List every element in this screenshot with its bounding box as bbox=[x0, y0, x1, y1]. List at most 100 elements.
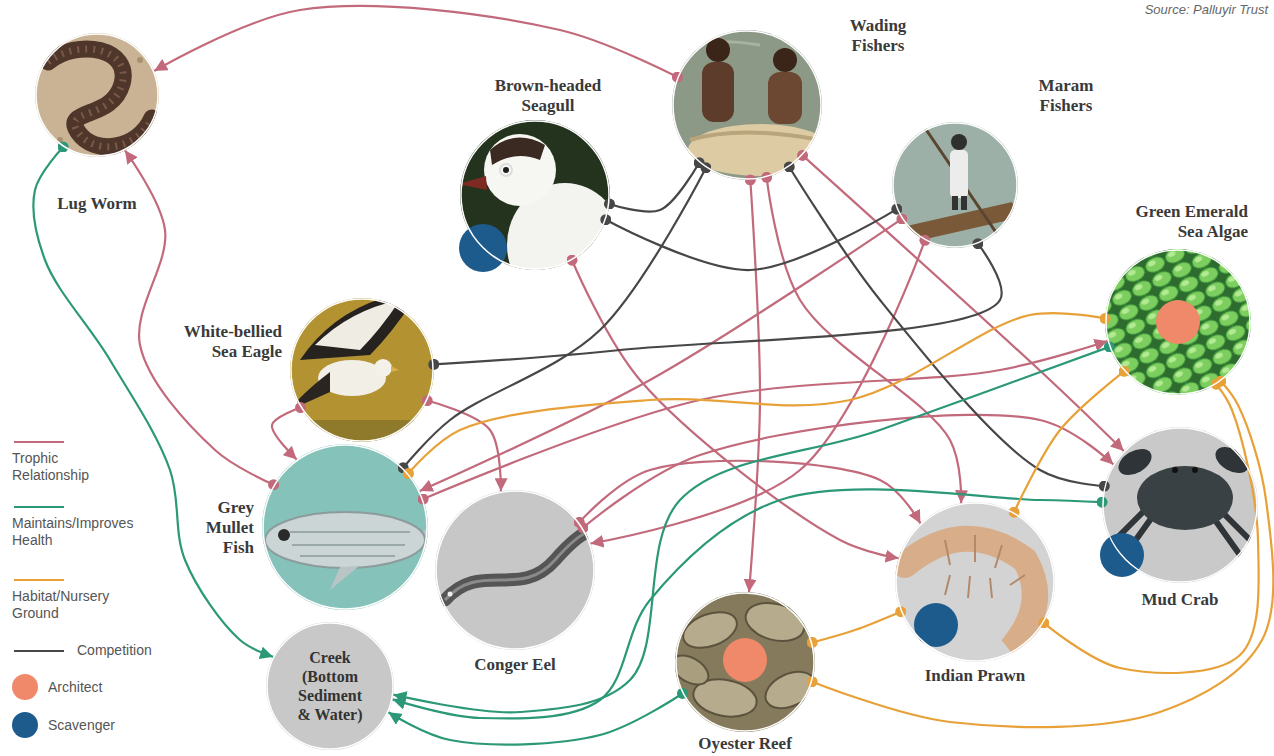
circle-border bbox=[676, 593, 814, 731]
node-label: Conger Eel bbox=[474, 655, 555, 675]
illustration-part bbox=[430, 485, 600, 655]
competition-line bbox=[789, 167, 1104, 486]
illustration-part bbox=[690, 133, 820, 141]
sea-eagle-photo bbox=[285, 290, 440, 450]
illustration-part bbox=[768, 72, 802, 124]
illustration-part bbox=[48, 49, 152, 147]
circle-outline bbox=[266, 622, 394, 750]
node-label: Maram Fishers bbox=[1026, 76, 1106, 116]
circle-border bbox=[1106, 250, 1250, 394]
indian-prawn-photo bbox=[885, 497, 1060, 667]
circle-border bbox=[436, 491, 594, 649]
trophic-arrow bbox=[420, 219, 902, 491]
seagull-photo bbox=[455, 115, 623, 307]
seagull-circle: Brown-headed Seagull bbox=[460, 120, 610, 270]
node-label: Indian Prawn bbox=[925, 666, 1026, 686]
illustration-part bbox=[503, 167, 509, 173]
trophic-arrow bbox=[154, 6, 677, 77]
legend-line-sample bbox=[12, 503, 67, 511]
illustration-part bbox=[445, 530, 605, 600]
illustration-part bbox=[374, 359, 392, 377]
legend-item: Architect bbox=[12, 674, 102, 700]
creek-photo bbox=[266, 622, 394, 750]
legend-line bbox=[14, 579, 64, 581]
illustration-part bbox=[278, 529, 290, 541]
circle-outline bbox=[1102, 427, 1258, 583]
habitat-line bbox=[812, 612, 901, 643]
trophic-arrow bbox=[125, 150, 274, 484]
label-box: Indian Prawn bbox=[923, 666, 1028, 686]
label-box: Mud Crab bbox=[1140, 590, 1221, 610]
health-arrow bbox=[393, 489, 1102, 718]
sea-eagle-circle: White-bellied Sea Eagle bbox=[290, 298, 434, 442]
circle-outline bbox=[460, 120, 610, 270]
legend-item: Maintains/Improves Health bbox=[12, 503, 147, 549]
wading-fishers-circle: Wading Fishers bbox=[672, 30, 822, 180]
health-arrow bbox=[393, 347, 1109, 712]
indian-prawn-circle: Indian Prawn bbox=[895, 502, 1055, 662]
trophic-arrow bbox=[749, 180, 760, 592]
circle-border bbox=[267, 623, 393, 749]
trophic-arrow bbox=[803, 155, 1124, 451]
conger-eel-circle: Conger Eel bbox=[435, 490, 595, 650]
source-note: Source: Palluyir Trust bbox=[1145, 2, 1268, 17]
illustration-part bbox=[1192, 467, 1198, 473]
circle-outline bbox=[675, 592, 815, 732]
label-box: Green Emerald Sea Algae bbox=[1111, 202, 1250, 242]
legend-item: Scavenger bbox=[12, 712, 115, 738]
competition-line bbox=[606, 209, 897, 270]
illustration-part bbox=[890, 120, 1020, 250]
legend-text: Habitat/Nursery Ground bbox=[12, 588, 127, 622]
node-label: Brown-headed Seagull bbox=[488, 76, 608, 116]
habitat-line bbox=[1044, 384, 1259, 673]
legend-swatch bbox=[12, 712, 38, 738]
illustration-part bbox=[290, 372, 330, 410]
illustration-part bbox=[1137, 466, 1233, 530]
lug-worm-circle: Lug Worm bbox=[35, 33, 159, 157]
label-box: Conger Eel bbox=[472, 655, 557, 675]
trophic-arrow bbox=[427, 401, 501, 492]
illustration-part bbox=[484, 134, 556, 206]
label-box: Grey Mullet Fish bbox=[190, 498, 256, 558]
illustration-part bbox=[391, 366, 399, 372]
illustration-part bbox=[952, 196, 958, 210]
label-box: Lug Worm bbox=[55, 194, 139, 214]
legend-text: Competition bbox=[77, 642, 152, 659]
circle-border bbox=[896, 503, 1054, 661]
legend-text: Trophic Relationship bbox=[12, 450, 112, 484]
legend-line bbox=[14, 441, 64, 443]
circle-outline bbox=[895, 502, 1055, 662]
circle-border bbox=[461, 121, 609, 269]
lug-worm-photo bbox=[30, 28, 164, 162]
label-box: Creek (Bottom Sediment & Water) bbox=[291, 648, 369, 724]
mud-crab-circle: Mud Crab bbox=[1102, 427, 1258, 583]
illustration-part bbox=[290, 532, 410, 556]
node-label: Grey Mullet Fish bbox=[192, 498, 254, 558]
circle-border bbox=[893, 123, 1017, 247]
illustration-part bbox=[1114, 443, 1156, 480]
node-label: Lug Worm bbox=[57, 194, 137, 214]
illustration-part bbox=[773, 48, 797, 72]
circle-border bbox=[291, 299, 433, 441]
illustration-part bbox=[702, 62, 734, 122]
oyster-reef-circle: Oyester Reef bbox=[675, 592, 815, 732]
health-arrow bbox=[388, 693, 682, 744]
circle-outline bbox=[892, 122, 1018, 248]
legend-line-sample bbox=[12, 576, 67, 584]
illustration-part bbox=[1100, 244, 1260, 404]
illustration-part bbox=[667, 650, 714, 691]
circle-outline bbox=[262, 444, 428, 610]
competition-line bbox=[434, 244, 1002, 365]
label-box: Brown-headed Seagull bbox=[486, 76, 610, 116]
illustration-part bbox=[1172, 467, 1178, 473]
circle-outline bbox=[672, 30, 822, 180]
trophic-arrow bbox=[272, 408, 301, 460]
illustration-part bbox=[760, 665, 821, 716]
illustration-part bbox=[300, 290, 420, 360]
node-label: Green Emerald Sea Algae bbox=[1113, 202, 1248, 242]
trophic-arrow bbox=[423, 341, 1107, 499]
label-box: White-bellied Sea Eagle bbox=[160, 322, 284, 362]
habitat-line bbox=[812, 381, 1273, 727]
node-label: Oyester Reef bbox=[698, 734, 792, 754]
maram-fishers-photo bbox=[890, 120, 1020, 250]
